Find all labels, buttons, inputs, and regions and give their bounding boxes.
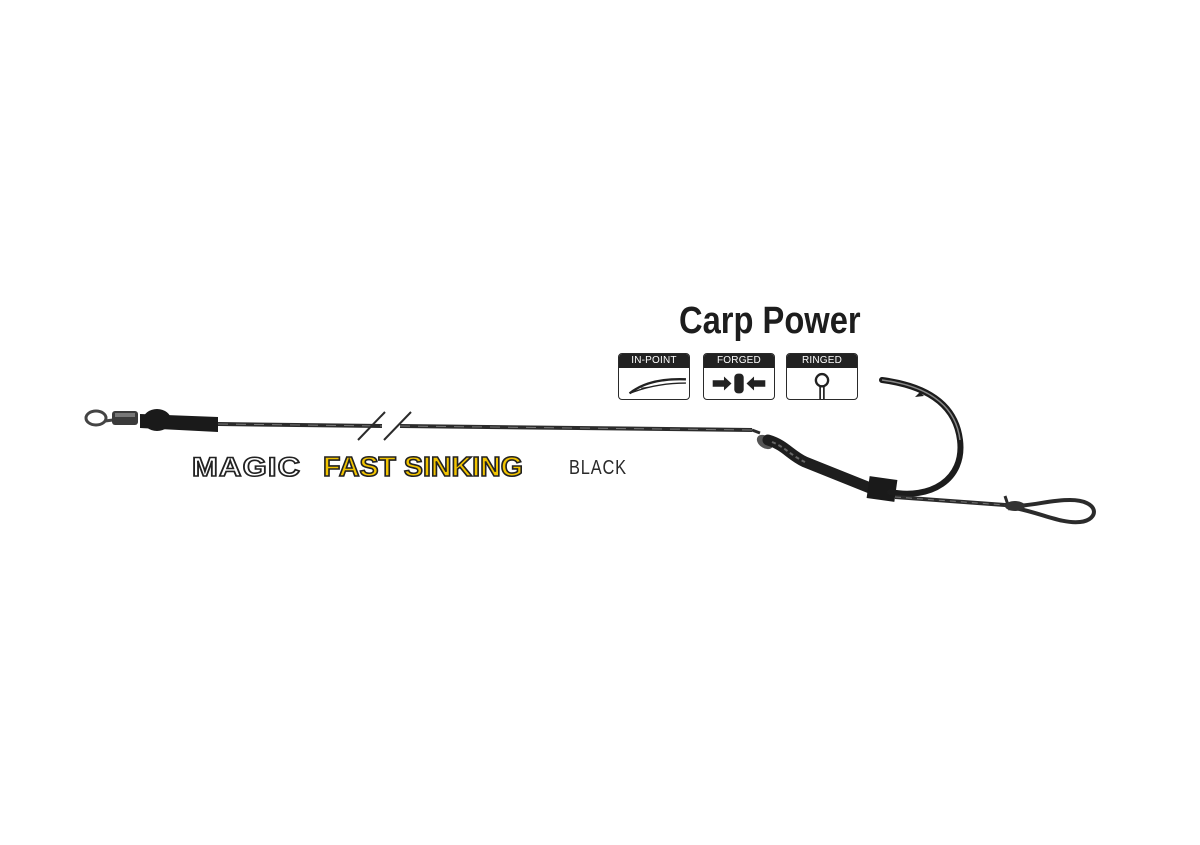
feature-badge-ringed: RINGED — [786, 353, 858, 400]
line-break-marks — [357, 411, 412, 441]
anti-tangle-sleeve — [140, 409, 218, 432]
feature-label: FORGED — [704, 354, 774, 368]
in-point-hook-icon — [628, 377, 686, 395]
line-name-fast-sinking: FAST SINKING — [322, 450, 524, 483]
ringed-eye-icon — [814, 372, 830, 399]
feature-badge-in-point: IN-POINT — [618, 353, 690, 400]
feature-label: IN-POINT — [619, 354, 689, 368]
forged-arrows-icon — [712, 373, 766, 394]
brand-magic-logo: MAGIC — [191, 451, 302, 483]
hook-icon — [879, 377, 964, 497]
swivel-icon — [84, 409, 138, 427]
product-title: Carp Power — [679, 300, 861, 342]
feature-badge-forged: FORGED — [703, 353, 775, 400]
hook-knot — [751, 428, 898, 502]
line-color-label: BLACK — [569, 457, 627, 479]
feature-label: RINGED — [787, 354, 857, 368]
hair-loop — [894, 495, 1096, 525]
